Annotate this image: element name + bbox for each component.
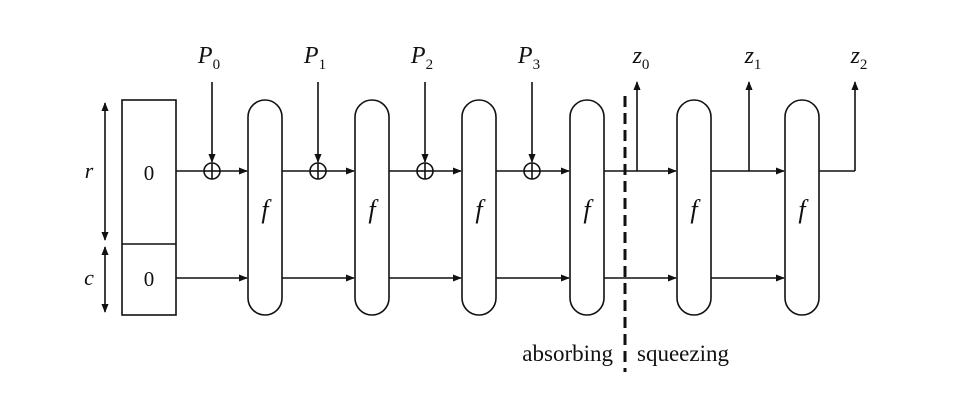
input-2: P2 xyxy=(410,43,433,163)
f-label: f xyxy=(261,195,272,224)
permutation-f-4: f xyxy=(676,99,712,316)
squeezing-label: squeezing xyxy=(637,341,729,366)
permutation-f-1: f xyxy=(354,99,390,316)
f-label: f xyxy=(475,195,486,224)
f-label: f xyxy=(798,195,809,224)
r-label: r xyxy=(85,158,94,183)
input-label: P2 xyxy=(410,43,433,73)
xor-nodes xyxy=(203,162,541,180)
r-initial-value: 0 xyxy=(144,161,155,185)
output-label: z2 xyxy=(850,43,868,73)
output-1: z1 xyxy=(744,43,762,171)
initial-state-box xyxy=(121,99,177,316)
f-label: f xyxy=(583,195,594,224)
c-initial-value: 0 xyxy=(144,267,155,291)
input-label: P3 xyxy=(517,43,540,73)
input-3: P3 xyxy=(517,43,540,163)
f-label: f xyxy=(368,195,379,224)
output-blocks: z0 z1 z2 xyxy=(632,43,868,172)
xor-node-3 xyxy=(523,162,541,180)
input-1: P1 xyxy=(303,43,326,163)
permutation-f-5: f xyxy=(784,99,820,316)
output-2: z2 xyxy=(819,43,868,172)
xor-node-1 xyxy=(309,162,327,180)
output-label: z0 xyxy=(632,43,650,73)
input-0: P0 xyxy=(197,43,220,163)
xor-node-0 xyxy=(203,162,221,180)
xor-node-2 xyxy=(416,162,434,180)
c-label: c xyxy=(84,265,94,290)
permutation-f-3: f xyxy=(569,99,605,316)
input-label: P0 xyxy=(197,43,220,73)
permutation-f-2: f xyxy=(461,99,497,316)
output-0: z0 xyxy=(632,43,650,171)
output-label: z1 xyxy=(744,43,762,73)
f-label: f xyxy=(690,195,701,224)
absorbing-label: absorbing xyxy=(522,341,613,366)
input-label: P1 xyxy=(303,43,326,73)
state-connections xyxy=(176,167,785,282)
permutation-f-0: f xyxy=(247,99,283,316)
